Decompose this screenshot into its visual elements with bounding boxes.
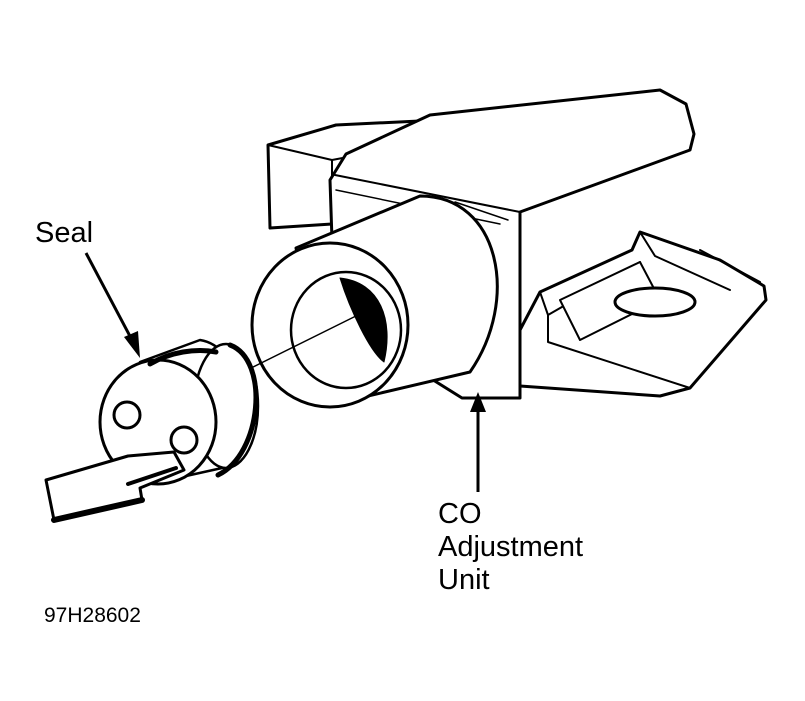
wire-arrow [44, 450, 186, 523]
connector-plug [98, 338, 260, 486]
figure-id-label: 97H28602 [44, 604, 141, 627]
co-unit-label-line2: Adjustment [438, 531, 584, 563]
insertion-guide-line [242, 311, 365, 373]
mounting-flange [518, 230, 768, 398]
co-unit-label-line3: Unit [438, 564, 490, 596]
seal-label: Seal [35, 217, 94, 249]
leader-arrows [84, 252, 486, 492]
co-unit-arrow-icon [470, 392, 486, 412]
co-unit-label-line1: CO [438, 498, 482, 530]
seal-arrow-icon [124, 331, 140, 358]
nozzle [250, 194, 499, 409]
co-adjustment-unit-label: CO Adjustment Unit [438, 498, 583, 597]
